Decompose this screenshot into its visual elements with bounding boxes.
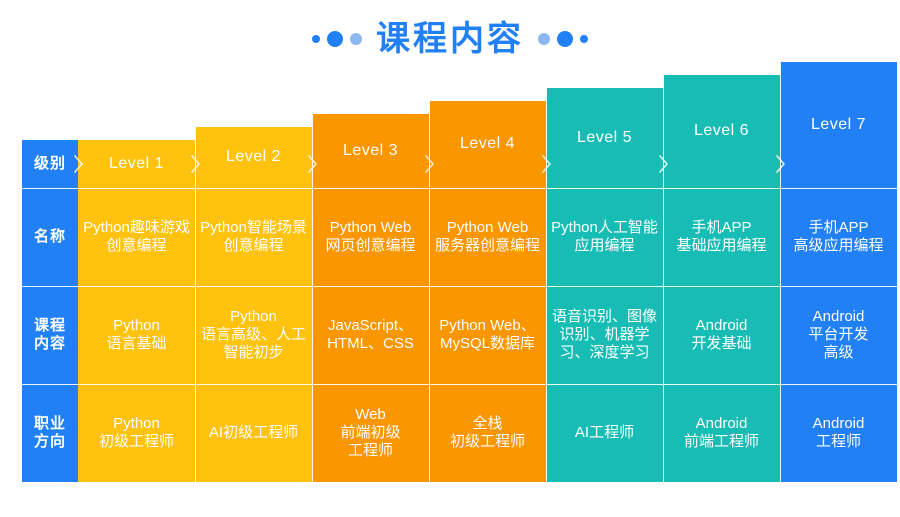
- row-header-4: 职业方向: [22, 384, 78, 482]
- career-direction-cell-5: AI工程师: [546, 384, 663, 482]
- page-header: 课程内容: [0, 0, 900, 78]
- decorative-dots-right: [538, 31, 588, 47]
- name-cell-text: Python智能场景创意编程: [200, 219, 307, 254]
- level-column-3[interactable]: [312, 114, 429, 482]
- course-content-cell-5: 语音识别、图像识别、机器学习、深度学习: [546, 286, 663, 384]
- decorative-dots-left: [312, 31, 362, 47]
- name-cell-text: Python趣味游戏创意编程: [83, 219, 190, 254]
- career-direction-cell-text: 全栈初级工程师: [449, 415, 525, 450]
- level-column-1[interactable]: [78, 140, 195, 482]
- career-direction-cell-4: 全栈初级工程师: [429, 384, 546, 482]
- dot-icon: [580, 35, 588, 43]
- level-cell-6[interactable]: Level 6: [663, 75, 780, 188]
- dot-icon: [557, 31, 573, 47]
- level-column-4[interactable]: [429, 101, 546, 482]
- level-cell-4[interactable]: Level 4: [429, 101, 546, 188]
- dot-icon: [350, 33, 362, 45]
- level-cell-7[interactable]: Level 7: [780, 62, 897, 188]
- name-cell-5: Python人工智能应用编程: [546, 188, 663, 286]
- level-column-2[interactable]: [195, 127, 312, 482]
- level-cell-text: Level 5: [576, 128, 633, 146]
- level-column-6[interactable]: [663, 75, 780, 482]
- course-content-cell-4: Python Web、MySQL数据库: [429, 286, 546, 384]
- level-cell-1[interactable]: Level 1: [78, 140, 195, 188]
- dot-icon: [312, 35, 320, 43]
- row-header-1: 级别: [22, 140, 78, 188]
- name-cell-2: Python智能场景创意编程: [195, 188, 312, 286]
- name-cell-1: Python趣味游戏创意编程: [78, 188, 195, 286]
- level-cell-5[interactable]: Level 5: [546, 88, 663, 188]
- course-content-cell-text: 语音识别、图像识别、机器学习、深度学习: [551, 308, 657, 361]
- level-cell-text: Level 7: [810, 115, 867, 133]
- row-header-label: 级别: [33, 155, 66, 173]
- level-cell-3[interactable]: Level 3: [312, 114, 429, 188]
- name-cell-text: Python人工智能应用编程: [551, 219, 658, 254]
- page-title: 课程内容: [376, 20, 524, 58]
- course-content-cell-3: JavaScript、HTML、CSS: [312, 286, 429, 384]
- level-cell-text: Level 6: [693, 122, 750, 140]
- level-cell-text: Level 1: [108, 154, 165, 172]
- level-column-7[interactable]: [780, 62, 897, 482]
- career-direction-cell-2: AI初级工程师: [195, 384, 312, 482]
- dot-icon: [327, 31, 343, 47]
- level-cell-text: Level 4: [459, 135, 516, 153]
- course-content-cell-text: JavaScript、HTML、CSS: [327, 317, 414, 352]
- dot-icon: [538, 33, 550, 45]
- row-header-3: 课程内容: [22, 286, 78, 384]
- course-content-cell-text: Python Web、MySQL数据库: [439, 317, 536, 352]
- level-cell-text: Level 3: [342, 141, 399, 159]
- level-column-5[interactable]: [546, 88, 663, 482]
- level-cell-text: Level 2: [225, 148, 282, 166]
- row-header-label: 名称: [33, 228, 66, 246]
- level-cell-2[interactable]: Level 2: [195, 127, 312, 188]
- row-header-label: 职业方向: [33, 415, 66, 450]
- career-direction-cell-text: AI工程师: [574, 424, 635, 442]
- career-direction-cell-text: AI初级工程师: [208, 424, 299, 442]
- row-header-2: 名称: [22, 188, 78, 286]
- row-header-label: 课程内容: [33, 317, 66, 352]
